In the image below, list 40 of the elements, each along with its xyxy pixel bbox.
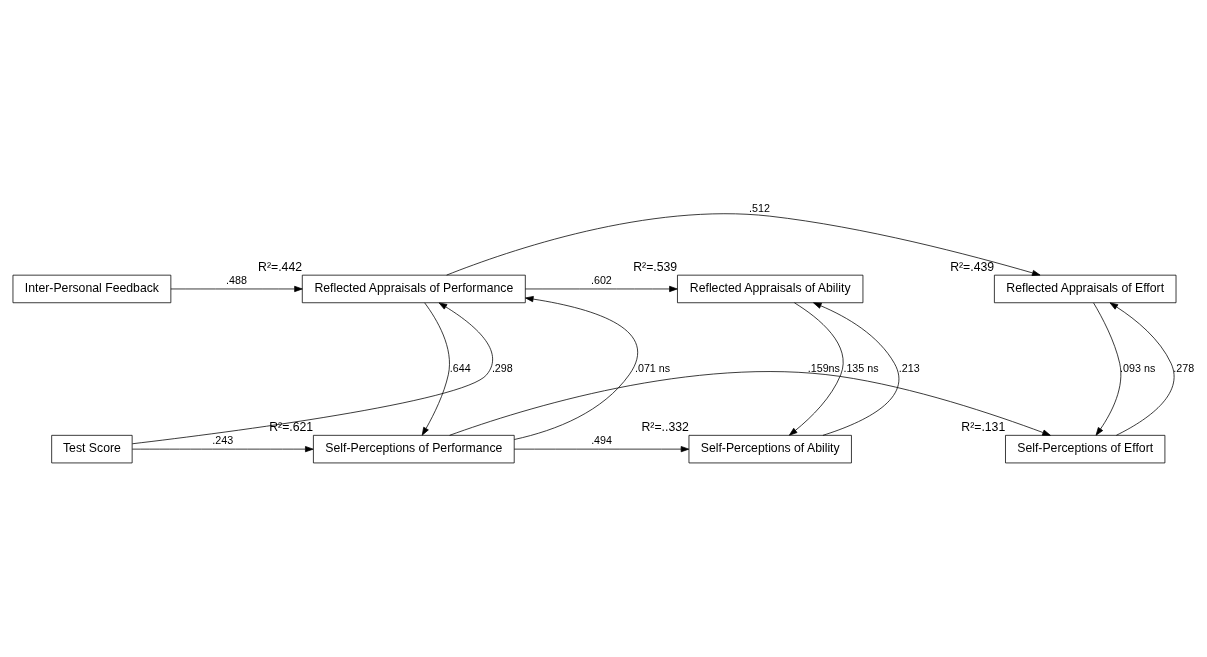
edge-label: .602 (590, 273, 612, 286)
node-box: Reflected Appraisals of Performance (301, 274, 526, 303)
node-label: R²=.539 (633, 259, 678, 274)
node-box: Self-Perceptions of Effort (1005, 434, 1166, 463)
edge-label: .494 (591, 433, 613, 446)
arrow (513, 445, 690, 452)
node-box: Reflected Appraisals of Ability (677, 274, 864, 303)
edge-label: .213 (898, 361, 920, 374)
arrow (446, 213, 1041, 276)
arrow (131, 445, 314, 452)
node-box: Inter-Personal Feedback (12, 274, 172, 303)
arrow (132, 302, 493, 444)
edge-label: .093 ns (1120, 361, 1156, 374)
node-box: Test Score (51, 434, 133, 463)
node-box: Self-Perceptions of Performance (313, 434, 515, 463)
edge-label: .298 (491, 361, 513, 374)
edge-label: .512 (749, 201, 770, 214)
node-label: R²=..332 (641, 419, 689, 434)
edge-label: .488 (226, 273, 248, 286)
node-box: Reflected Appraisals of Effort (994, 274, 1177, 303)
node-box: Self-Perceptions of Ability (688, 434, 852, 463)
edge-label: .135 ns (843, 361, 879, 374)
arrow (513, 295, 638, 440)
edge-label: .278 (1173, 361, 1195, 374)
edge-label: .159ns (807, 361, 840, 374)
arrow (1093, 302, 1122, 436)
arrow (170, 285, 303, 292)
arrow (813, 301, 900, 436)
arrow (788, 301, 844, 436)
arrow (421, 301, 450, 436)
node-label: R²=.131 (961, 419, 1006, 434)
arrow (449, 370, 1051, 436)
edge-label: .644 (449, 361, 471, 374)
edge-label: .071 ns (634, 361, 671, 374)
node-label: R²=.439 (950, 259, 995, 274)
arrow (1109, 301, 1175, 436)
arrow (524, 285, 678, 292)
node-label: R²=.442 (258, 259, 303, 274)
node-label: R²=.621 (269, 419, 314, 434)
edge-label: .243 (212, 433, 234, 446)
